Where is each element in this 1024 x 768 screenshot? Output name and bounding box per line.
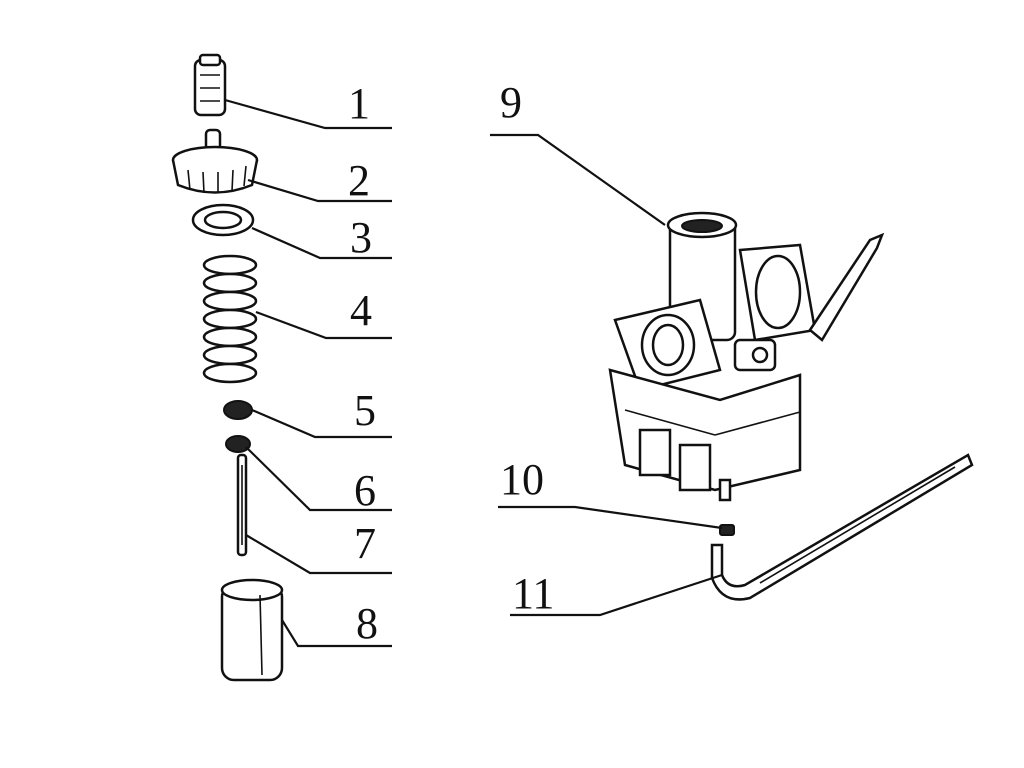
drain-hose-icon [710,453,974,601]
callout-4: 4 [350,286,372,335]
hose-clamp-icon [719,524,735,536]
coil-spring-icon [202,254,258,384]
callout-labels: 1 2 3 4 5 6 7 8 9 10 11 [348,78,554,648]
leader-9 [490,133,666,226]
leader-6 [245,446,392,512]
carburetor-body-icon [608,211,885,502]
callout-8: 8 [356,599,378,648]
leader-4 [255,310,392,340]
leader-2 [247,178,392,203]
jet-needle-icon [236,453,248,557]
callout-7: 7 [354,519,376,568]
callout-1: 1 [348,79,370,128]
callout-6: 6 [354,466,376,515]
leader-11 [510,573,723,617]
leader-8 [281,619,392,648]
leader-5 [251,408,392,439]
throttle-top-cap-icon [171,128,259,194]
callout-2: 2 [348,156,370,205]
clip-icon [225,435,251,453]
callout-9: 9 [500,78,522,127]
ring-nut-icon [191,203,255,237]
cap-screw-icon [193,53,227,117]
leader-7 [245,534,392,575]
callout-11: 11 [512,569,554,618]
throttle-slide-icon [220,578,284,682]
leader-3 [251,226,392,260]
leader-lines [224,98,723,648]
needle-clip-retainer-icon [223,400,253,420]
leader-10 [498,505,723,530]
callout-3: 3 [350,213,372,262]
leader-1 [224,98,392,130]
callout-5: 5 [354,386,376,435]
callout-10: 10 [500,455,544,504]
